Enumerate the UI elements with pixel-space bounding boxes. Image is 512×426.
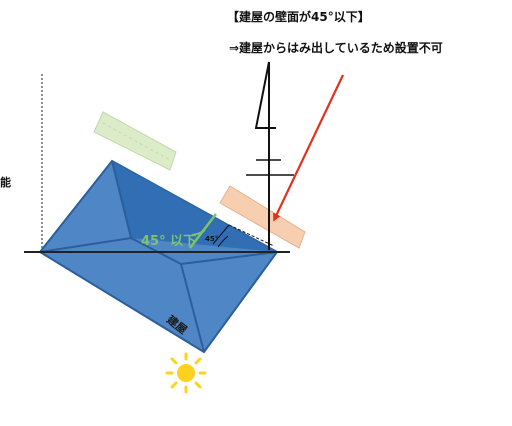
- angle-indicator-green: [189, 213, 217, 249]
- sun-icon: [165, 352, 207, 394]
- red-pointer-arrow: [273, 74, 344, 222]
- heading-title: 【建屋の壁面が45°以下】: [227, 10, 370, 24]
- small-angle-label: 45°: [205, 235, 218, 243]
- angle-label: 45° 以下: [141, 234, 196, 249]
- left-text-fragment: 能: [0, 176, 11, 189]
- heading-subtitle: ⇒建屋からはみ出しているため設置不可: [229, 41, 443, 55]
- dashed-measurement-lines: [212, 224, 275, 248]
- solar-panel-green: [93, 111, 177, 171]
- building-roof: [38, 159, 279, 354]
- north-arrow-icon: [246, 61, 294, 250]
